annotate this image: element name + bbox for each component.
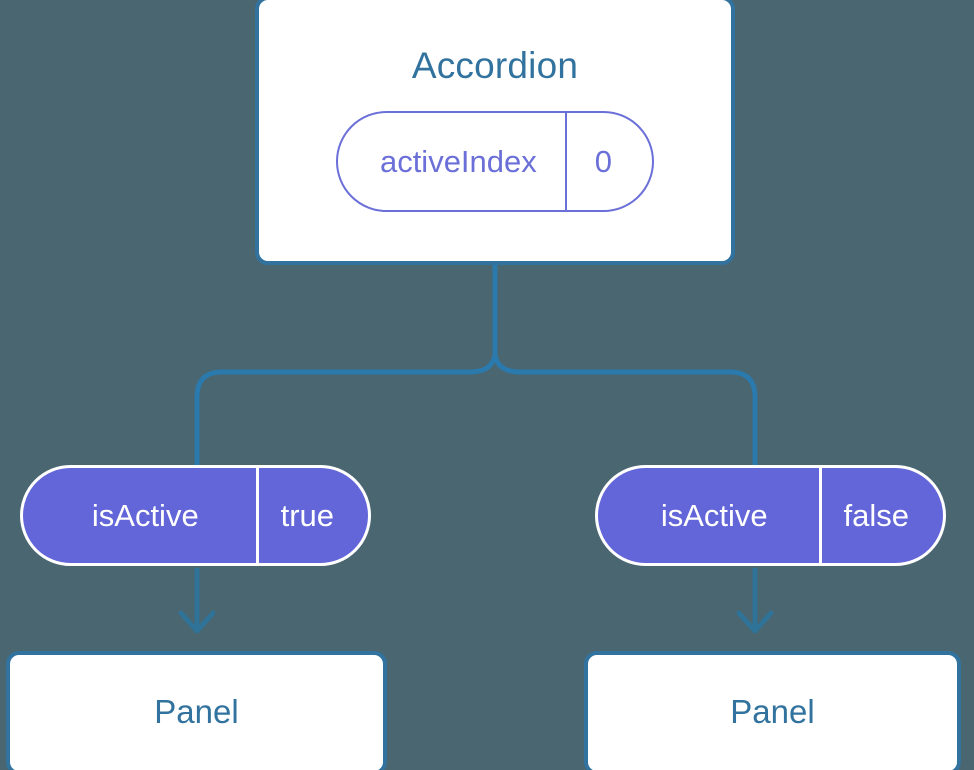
- left-branch-prop-value: true: [280, 498, 334, 533]
- right-panel-title: Panel: [730, 692, 815, 730]
- root-component-card: Accordion activeIndex 0: [255, 0, 735, 265]
- left-branch-prop-pill: isActive true: [20, 465, 371, 566]
- left-branch-prop-divider: [255, 468, 259, 563]
- arrow-left: [178, 568, 216, 634]
- left-panel-title: Panel: [154, 692, 239, 730]
- right-branch-prop-pill: isActive false: [595, 465, 946, 566]
- root-prop-key: activeIndex: [379, 144, 537, 179]
- right-panel-card: Panel: [584, 651, 961, 770]
- left-branch-prop-key: isActive: [91, 498, 199, 533]
- right-branch-prop-divider: [818, 468, 822, 563]
- root-prop-pill: activeIndex 0: [335, 111, 655, 212]
- root-prop-divider: [564, 113, 567, 210]
- branch-bus: [194, 352, 758, 465]
- root-component-title: Accordion: [411, 45, 579, 86]
- right-branch-prop-value: false: [843, 498, 909, 533]
- arrow-right: [736, 568, 774, 634]
- root-prop-value: 0: [594, 144, 613, 179]
- right-branch-prop-key: isActive: [660, 498, 768, 533]
- left-panel-card: Panel: [6, 651, 387, 770]
